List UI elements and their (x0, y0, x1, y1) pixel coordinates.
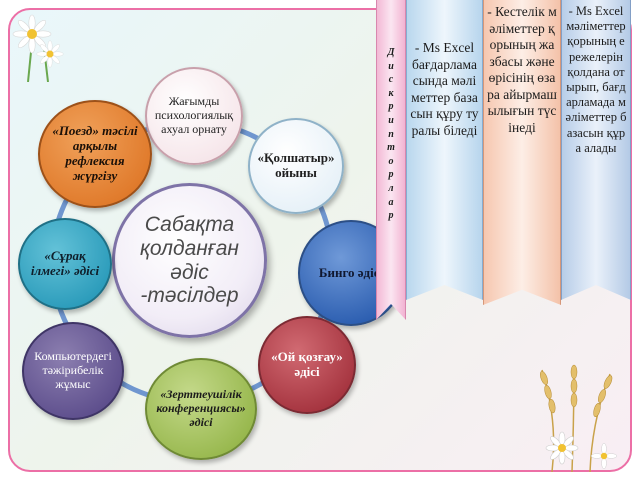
descriptor-3-text: - Ms Excel мәліметтер қорының ережелерін… (565, 4, 627, 155)
research-conference-label: «Зерттеушілік конференциясы» әдісі (156, 387, 246, 429)
question-loop-circle: «Сұрақ ілмегі» әдісі (18, 218, 112, 310)
poezd-reflection-circle: «Поезд» тәсілі арқылы рефлексия жүргізу (38, 100, 152, 208)
descriptor-1-text: - Ms Excel бағдарламасында мәліметтер ба… (410, 40, 479, 138)
question-loop-label: «Сұрақ ілмегі» әдісі (30, 248, 100, 278)
positive-psychology-circle: Жағымды психологиялық ахуал орнату (145, 67, 243, 165)
wheat-flowers-decoration (540, 364, 618, 472)
poezd-reflection-label: «Поезд» тәсілі арқылы рефлексия жүргізу (52, 123, 138, 183)
computer-practical-circle: Компьютердегі тәжірибелік жұмыс (22, 322, 124, 420)
center-methods-circle: Сабақта қолданған әдіс -тәсілдер (112, 183, 267, 338)
oi-qozgau-method-circle: «Ой қозғау» әдісі (258, 316, 356, 414)
bingo-method-label: Бинго әдісі (318, 264, 384, 280)
descriptor-3-ribbon: - Ms Excel мәліметтер қорының ережелерін… (561, 0, 631, 300)
qolshatyr-game-circle: «Қолшатыр» ойыны (248, 118, 344, 214)
qolshatyr-game-label: «Қолшатыр» ойыны (257, 150, 335, 180)
computer-practical-label: Компьютердегі тәжірибелік жұмыс (34, 349, 112, 391)
positive-psychology-label: Жағымды психологиялық ахуал орнату (154, 94, 234, 136)
oi-qozgau-method-label: «Ой қозғау» әдісі (271, 349, 343, 379)
research-conference-circle: «Зерттеушілік конференциясы» әдісі (145, 358, 257, 460)
descriptor-2-text: - Кестелік мәліметтер қорының жазбасы жә… (487, 4, 557, 135)
daisy-flowers-decoration (12, 14, 64, 82)
descriptor-1-ribbon: - Ms Excel бағдарламасында мәліметтер ба… (406, 0, 483, 300)
descriptor-2-ribbon: - Кестелік мәліметтер қорының жазбасы жә… (483, 0, 561, 305)
center-label: Сабақта қолданған әдіс -тәсілдер (140, 213, 239, 308)
